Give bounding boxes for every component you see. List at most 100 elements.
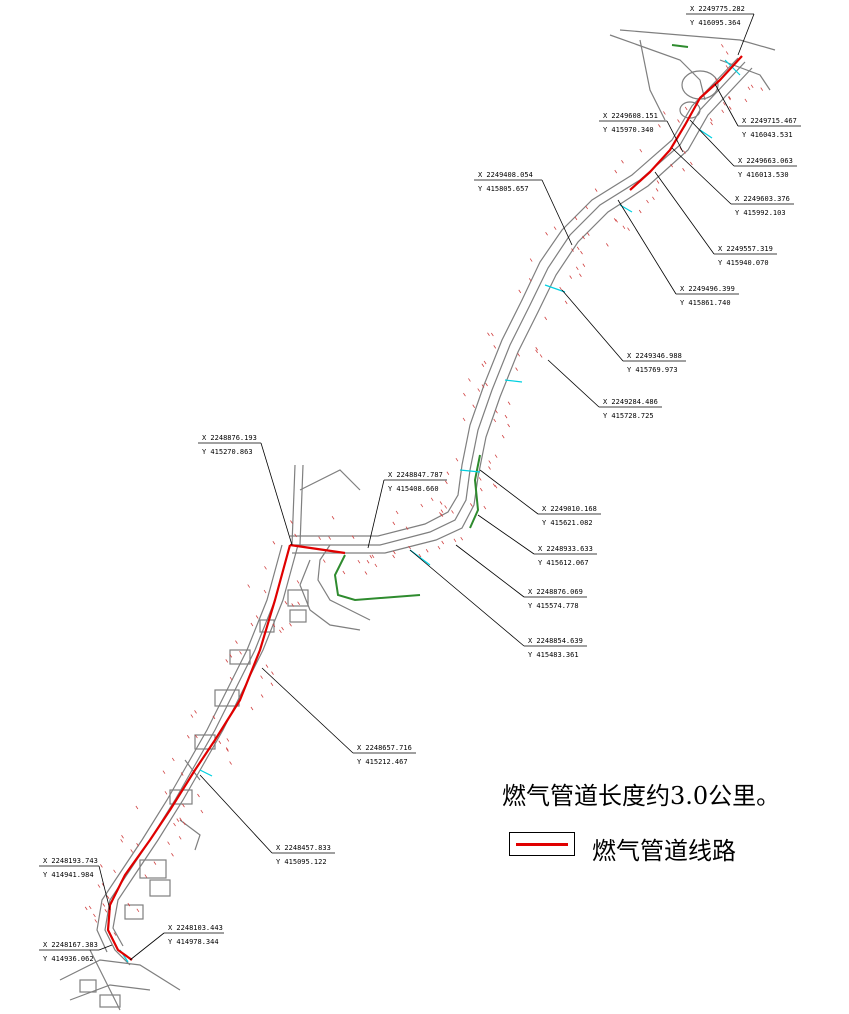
survey-tick	[528, 278, 532, 282]
leader-line	[671, 147, 732, 205]
survey-tick	[451, 510, 454, 514]
survey-tick	[488, 466, 491, 470]
survey-tick	[195, 734, 198, 739]
coord-y-label: Y 415408.660	[388, 485, 439, 493]
survey-marks	[84, 44, 764, 936]
survey-tick	[663, 111, 666, 115]
survey-tick	[539, 354, 543, 358]
survey-tick	[606, 243, 609, 247]
survey-tick	[441, 540, 445, 545]
survey-tick	[553, 226, 557, 230]
survey-tick	[582, 263, 586, 267]
survey-tick	[182, 821, 186, 826]
survey-tick	[250, 622, 254, 627]
survey-tick	[728, 106, 732, 110]
coord-x-label: X 2248657.716	[357, 744, 412, 752]
survey-tick	[483, 505, 487, 510]
survey-tick	[369, 555, 373, 559]
survey-tick	[430, 497, 434, 502]
survey-tick	[178, 836, 182, 840]
leader-line	[654, 171, 715, 255]
survey-tick	[130, 849, 134, 853]
survey-tick	[658, 124, 661, 128]
survey-tick	[477, 388, 481, 392]
coord-y-label: Y 415805.657	[478, 185, 529, 193]
survey-tick	[470, 503, 473, 507]
survey-tick	[440, 509, 444, 513]
survey-tick	[291, 603, 294, 607]
survey-tick	[709, 118, 713, 122]
survey-tick	[544, 316, 548, 321]
survey-tick	[176, 818, 180, 822]
coord-x-label: X 2249496.399	[680, 285, 735, 293]
survey-tick	[186, 735, 190, 739]
coord-y-label: Y 415728.725	[603, 412, 654, 420]
survey-tick	[571, 248, 574, 252]
survey-tick	[646, 199, 649, 204]
survey-tick	[504, 414, 508, 419]
survey-tick	[200, 809, 204, 814]
survey-tick	[439, 501, 443, 505]
survey-tick	[622, 225, 626, 230]
survey-tick	[153, 861, 157, 865]
survey-tick	[670, 163, 673, 168]
coord-x-label: X 2249284.486	[603, 398, 658, 406]
survey-tick	[265, 664, 269, 668]
survey-tick	[747, 86, 751, 91]
leader-line	[199, 774, 273, 854]
coord-y-label: Y 415212.467	[357, 758, 408, 766]
survey-tick	[296, 580, 300, 584]
survey-tick	[445, 480, 448, 485]
survey-tick	[342, 570, 346, 575]
survey-tick	[279, 629, 282, 634]
coord-y-label: Y 414978.344	[168, 938, 219, 946]
survey-tick	[322, 559, 326, 563]
survey-tick	[284, 600, 288, 605]
survey-tick	[393, 550, 396, 555]
coordinate-annotations	[39, 13, 801, 961]
survey-tick	[297, 601, 300, 606]
coord-y-label: Y 416095.364	[690, 19, 741, 27]
survey-tick	[639, 148, 643, 153]
survey-tick	[728, 95, 732, 100]
survey-tick	[437, 545, 441, 550]
survey-tick	[721, 44, 724, 48]
coord-y-label: Y 415992.103	[735, 209, 786, 217]
survey-tick	[366, 560, 370, 564]
survey-tick	[656, 180, 660, 184]
survey-tick	[164, 791, 168, 795]
coord-x-label: X 2248167.383	[43, 941, 98, 949]
survey-tick	[728, 96, 731, 101]
survey-tick	[212, 715, 216, 720]
coord-x-label: X 2249010.168	[542, 505, 597, 513]
survey-tick	[714, 78, 718, 82]
survey-tick	[515, 367, 518, 371]
survey-tick	[472, 404, 476, 408]
survey-tick	[576, 246, 580, 251]
coord-x-label: X 2249346.988	[627, 352, 682, 360]
survey-tick	[420, 503, 424, 508]
leader-line	[617, 199, 677, 295]
leader-line	[561, 289, 624, 362]
legend-label: 燃气管道线路	[592, 837, 736, 865]
survey-tick	[574, 216, 578, 221]
survey-tick	[120, 839, 124, 843]
survey-tick	[501, 434, 505, 439]
survey-tick	[374, 563, 378, 568]
survey-tick	[453, 538, 457, 543]
survey-tick	[594, 188, 598, 192]
survey-tick	[460, 536, 464, 541]
survey-tick	[182, 803, 185, 808]
survey-tick	[582, 235, 585, 240]
survey-tick	[487, 332, 490, 336]
survey-tick	[683, 150, 686, 154]
survey-tick	[444, 505, 447, 509]
survey-tick	[507, 401, 511, 405]
leader-line	[479, 469, 539, 515]
survey-tick	[84, 906, 88, 911]
survey-tick	[88, 905, 92, 910]
survey-tick	[102, 903, 106, 907]
survey-tick	[479, 487, 483, 492]
survey-tick	[263, 589, 267, 594]
survey-tick	[468, 378, 471, 382]
